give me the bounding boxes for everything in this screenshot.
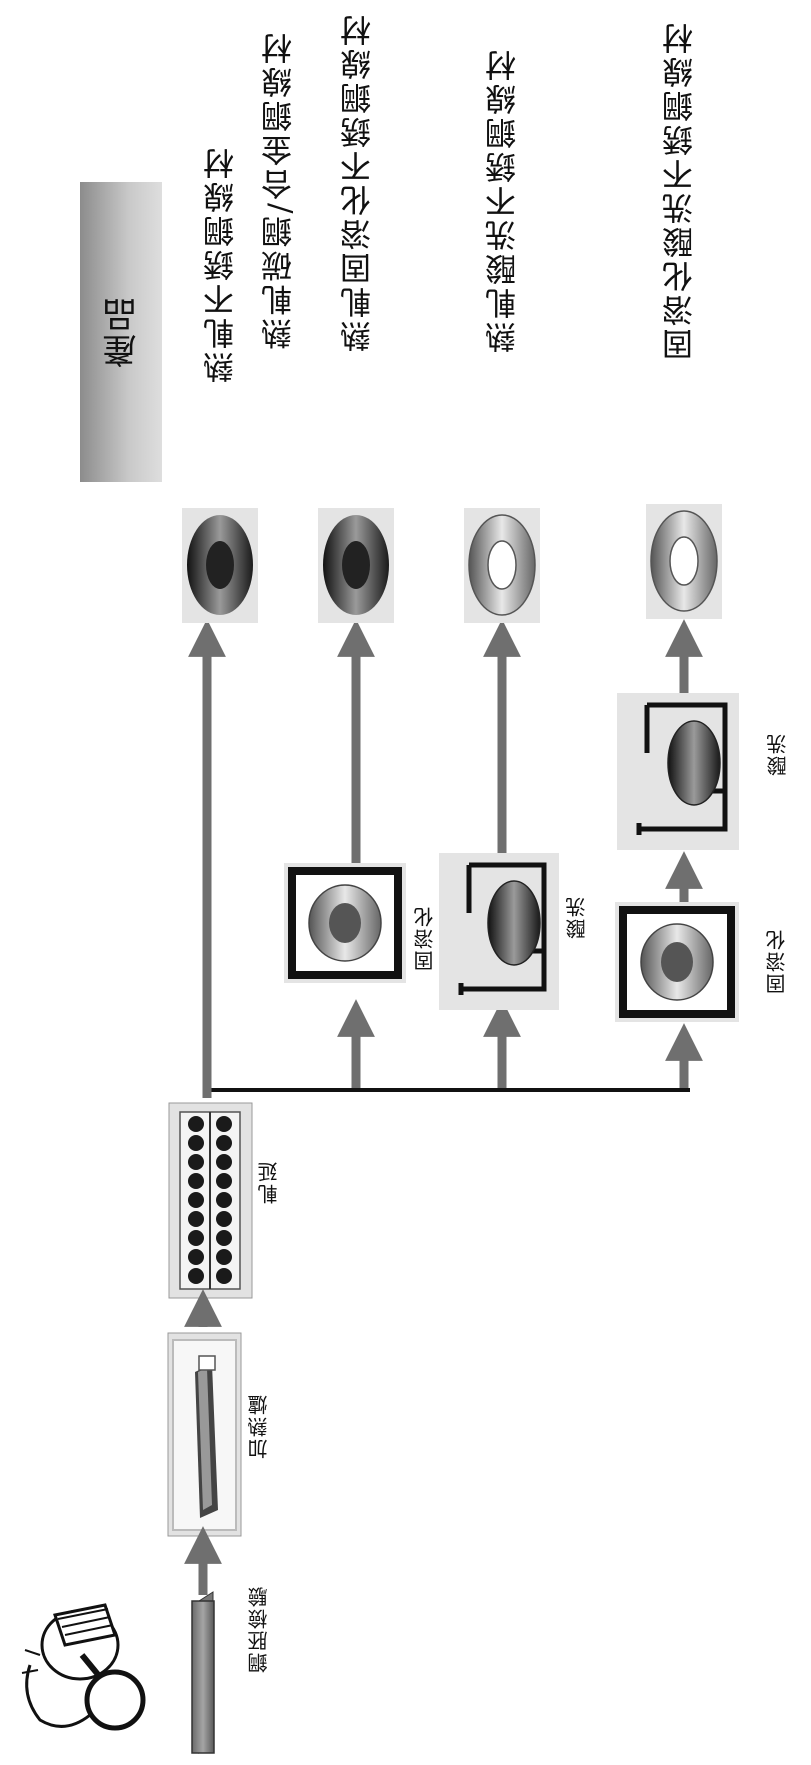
pickling-tank-icon [439,853,559,1010]
roller [188,1116,204,1132]
roller [216,1192,232,1208]
label-billet-inspection: 鋼胚檢驗 [247,1585,271,1673]
products-header-label: 產品 [103,296,143,368]
solution-treatment-furnace-icon [284,863,406,983]
roller [188,1173,204,1189]
label-rolling: 軋延 [257,1160,281,1204]
roller [216,1173,232,1189]
label-solution-treatment-2: 固溶化 [765,928,789,994]
roller [188,1135,204,1151]
product-3-line1: 熱軋酸洗不銹鋼線材 [486,47,522,353]
roller [216,1154,232,1170]
product-4-line1: 固溶化酸洗不銹鋼線材 [663,20,699,360]
roller [188,1268,204,1284]
furnace-icon [167,1332,242,1537]
roller [216,1116,232,1132]
product-2-line1: 熱軋固溶化不銹鋼線材 [341,12,377,352]
roller [216,1135,232,1151]
label-pickling-1: 酸洗 [565,895,589,939]
roller [216,1249,232,1265]
coil-icon [464,508,540,623]
label-pickling-2: 酸洗 [766,732,790,776]
roller [216,1268,232,1284]
label-heating-furnace: 加熱爐 [247,1393,271,1459]
label-solution-treatment-1: 固溶化 [413,905,437,971]
billet-icon [191,1591,215,1754]
flow-arrows [184,619,703,1595]
product-1-line1: 熱軋不銹鋼線材 [204,145,240,383]
roller [188,1192,204,1208]
roller [216,1230,232,1246]
roller [188,1154,204,1170]
roller [216,1211,232,1227]
products-header: 產品 [80,182,162,482]
pickling-tank-icon [617,693,739,850]
rolling-mill-icon [168,1102,253,1299]
coil-icon [646,504,722,619]
roller [188,1230,204,1246]
inspector-figure-icon [21,1603,146,1731]
product-1-line2: 熱軋碳鋼/合金鋼線材 [262,30,298,350]
coil-icon [182,508,258,623]
roller [188,1211,204,1227]
solution-treatment-furnace-icon [615,902,739,1022]
roller [188,1249,204,1265]
coil-icon [318,508,394,623]
